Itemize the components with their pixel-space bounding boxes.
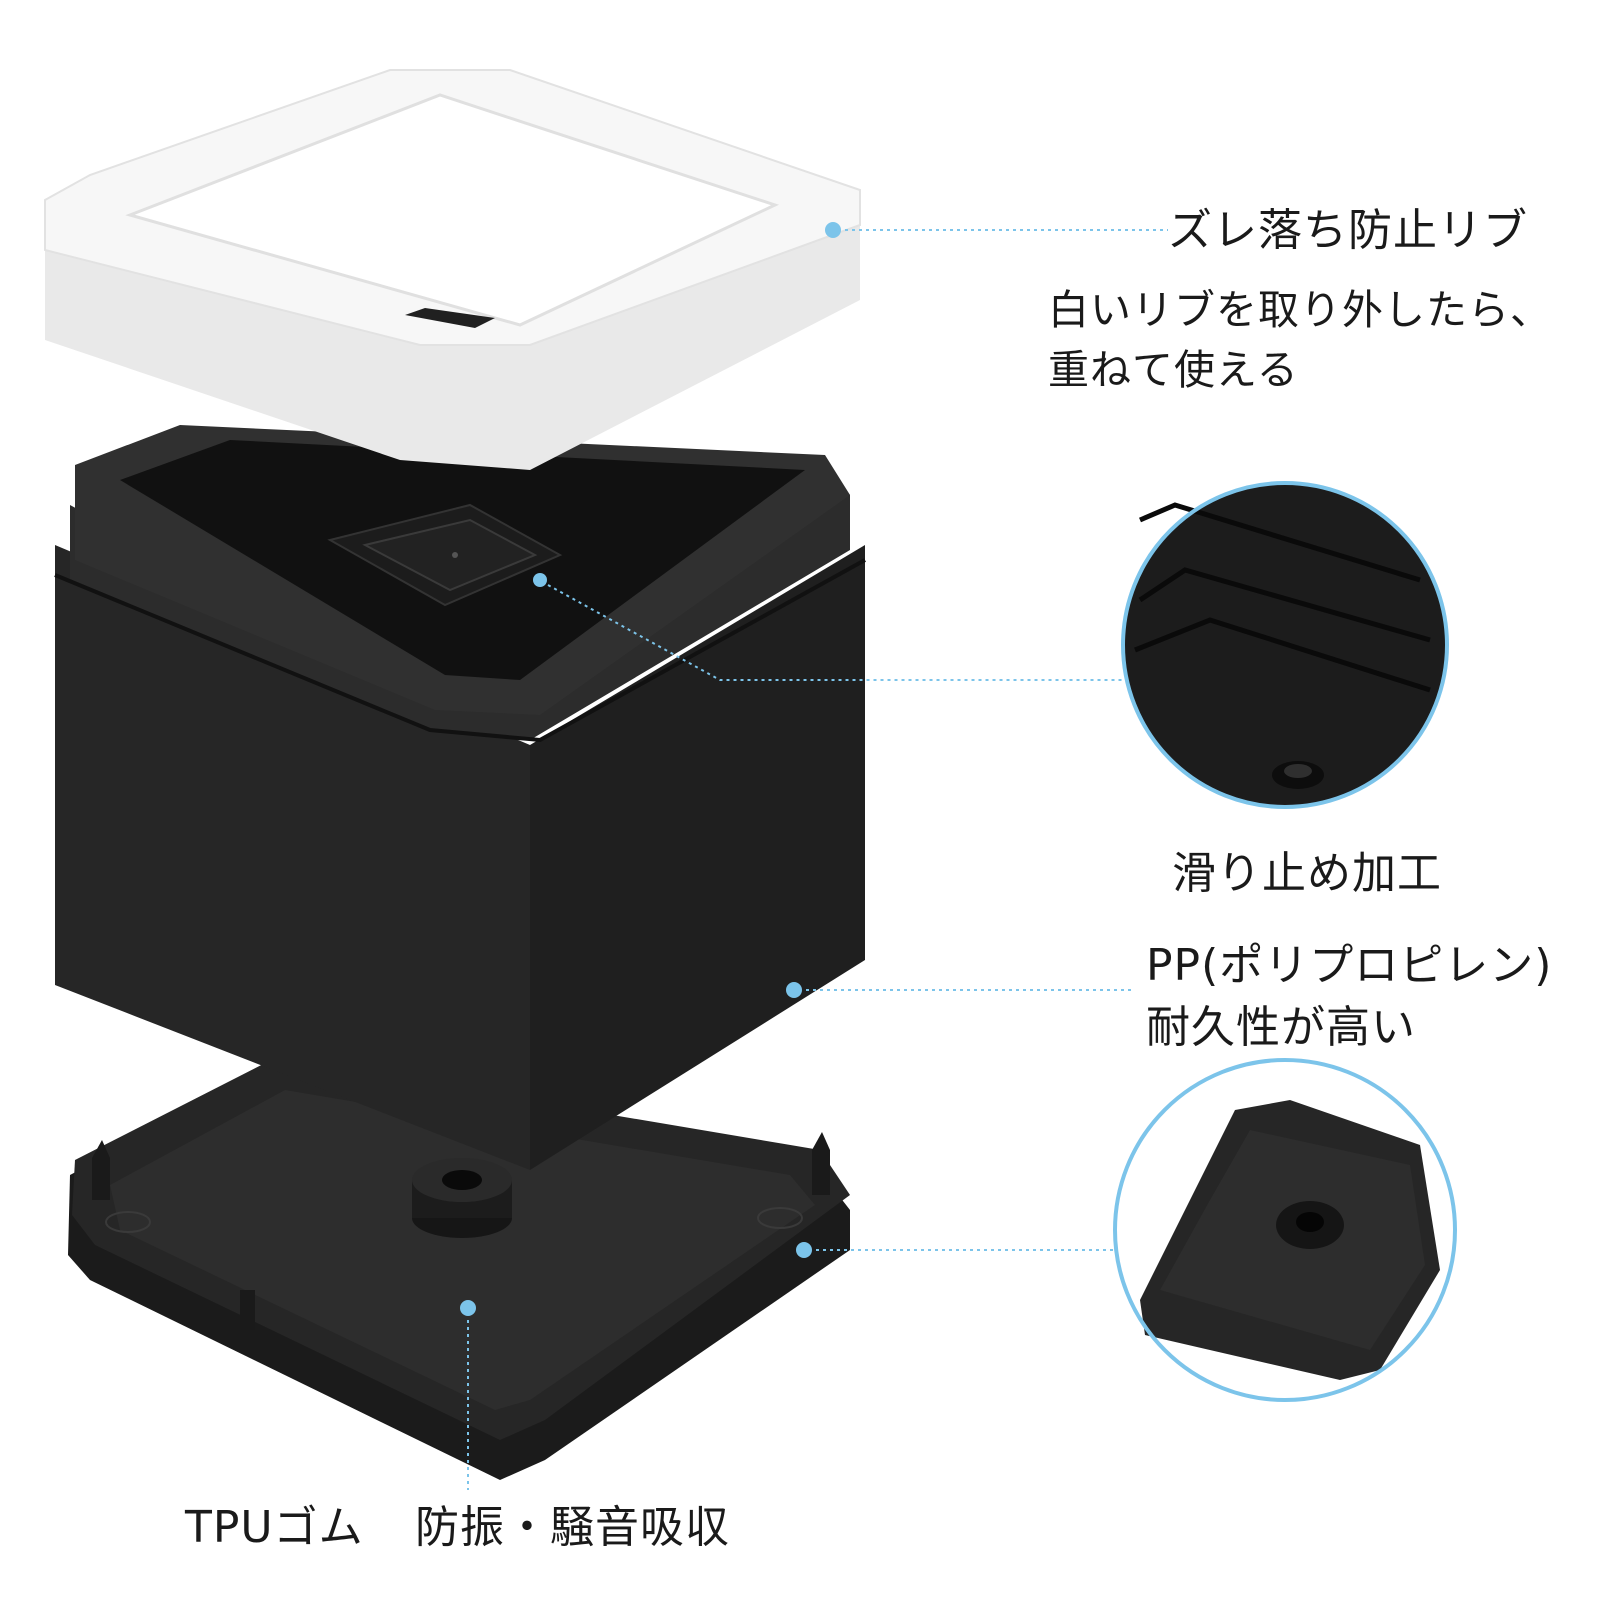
rib-title-label: ズレ落ち防止リブ	[1168, 205, 1528, 256]
material-label-line2: 耐久性が高い	[1146, 1002, 1416, 1053]
rubber-marker-dot	[460, 1300, 476, 1316]
rubber-base-plate	[68, 1058, 850, 1480]
rib-description-line1: 白いリブを取り外したら、	[1048, 286, 1552, 334]
base-marker-dot	[796, 1242, 812, 1258]
body-marker-dot	[786, 982, 802, 998]
rubber-material-label: TPUゴム	[185, 1502, 364, 1553]
callout-leaders	[460, 222, 1168, 1490]
rib-description-line2: 重ねて使える	[1048, 346, 1299, 394]
zoom-circle-antislip	[1121, 481, 1449, 809]
zoom-circle-base	[1113, 1058, 1457, 1402]
rib-marker-dot	[825, 222, 841, 238]
rubber-feature-label: 防振・騒音吸収	[415, 1502, 730, 1553]
antislip-marker-dot	[533, 573, 547, 587]
anti-slip-label: 滑り止め加工	[1172, 848, 1442, 899]
white-rib-ring	[44, 69, 861, 470]
pp-main-body	[54, 425, 866, 1170]
material-label-line1: PP(ポリプロピレン)	[1146, 940, 1553, 991]
